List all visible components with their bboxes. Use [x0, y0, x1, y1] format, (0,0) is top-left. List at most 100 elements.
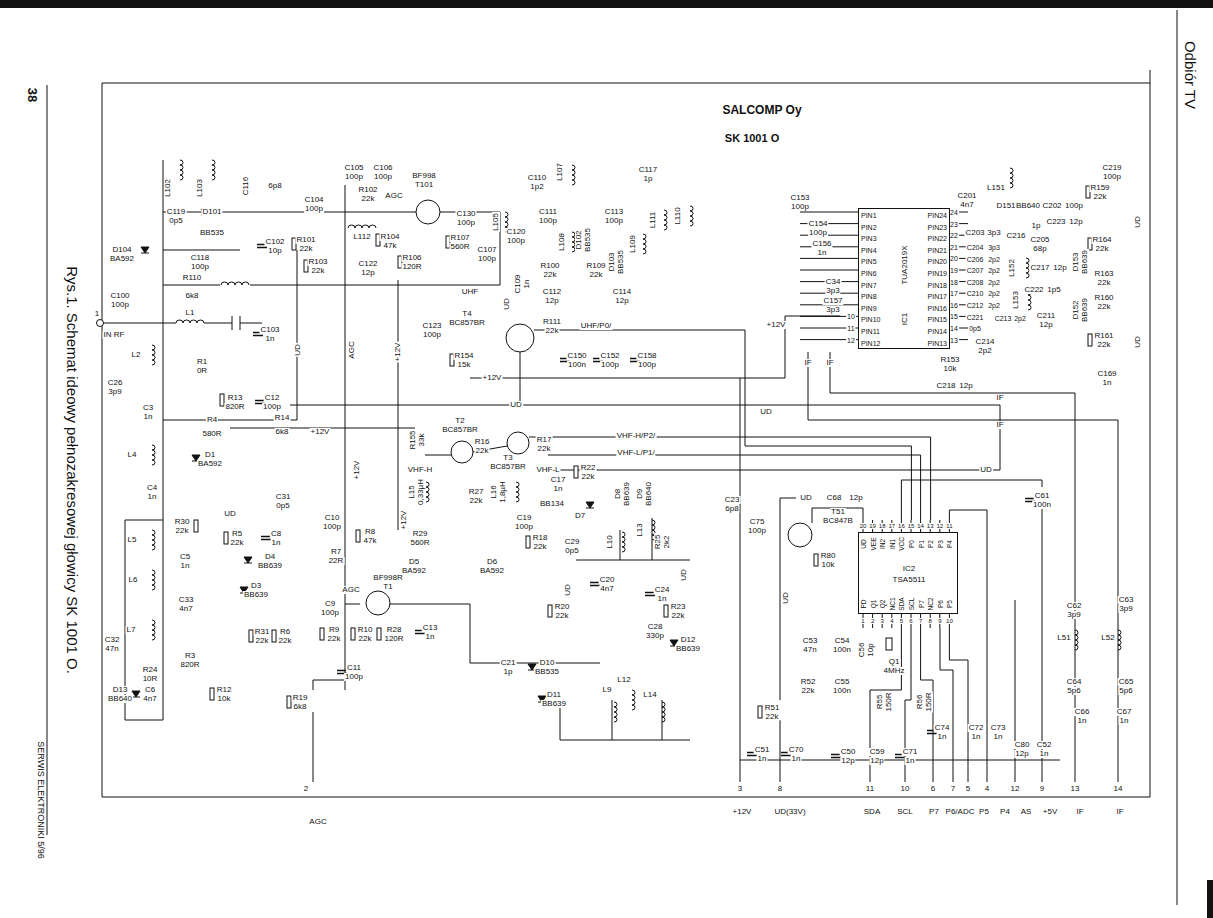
component-label: 12p [869, 757, 884, 765]
component-label: 100p [506, 237, 526, 245]
coil-symbol [180, 160, 183, 180]
component-label: C19 [516, 514, 533, 522]
component-label: 3 [737, 785, 743, 793]
component-label: 13 [926, 523, 935, 529]
component-label: C218 [935, 382, 956, 390]
component-label: 10k [821, 561, 836, 569]
component-label: R24 [142, 666, 159, 674]
wire [576, 560, 690, 561]
component-label: 22k [671, 612, 686, 620]
component-label: UD [680, 568, 688, 582]
component-label: R10 [357, 626, 374, 634]
component-label: C51 [754, 746, 771, 754]
component-label: 2k2 [663, 535, 671, 550]
component-label: R22 [580, 464, 597, 472]
component-label: C122 [357, 260, 378, 268]
coil-symbol [622, 532, 625, 552]
wire [612, 700, 613, 740]
component-label: C216 [1005, 232, 1026, 240]
component-label: C29 [564, 538, 581, 546]
component-label: UD [759, 408, 773, 416]
component-label: 6p8 [724, 505, 739, 513]
component-label: C208 [966, 278, 985, 285]
component-label: 18 [878, 523, 887, 529]
component-label: 6k8 [293, 703, 308, 711]
component-label: 4n7 [599, 585, 614, 593]
ic-text: TUA2019X [901, 246, 909, 285]
wire [800, 270, 858, 271]
component-label: C4 [146, 484, 158, 492]
component-label: 12p [360, 269, 375, 277]
component-label: C217 [1029, 264, 1050, 272]
component-label: L112 [352, 233, 371, 241]
component-label: L151 [986, 184, 1006, 192]
ic-text: VCC [899, 537, 906, 551]
component-label: BB639 [541, 700, 567, 708]
component-label: C100 [109, 292, 130, 300]
ic-text: PIN9 [861, 304, 877, 311]
component-label: C31 [275, 493, 292, 501]
wire [102, 797, 1150, 798]
component-label: R55 [876, 694, 884, 711]
component-label: BF998R [372, 574, 403, 582]
component-label: P6/ADC [945, 808, 976, 816]
component-label: D152 [1072, 299, 1080, 320]
component-label: C130 [455, 210, 476, 218]
component-label: 100p [322, 523, 342, 531]
wire [290, 405, 1000, 406]
component-label: 22k [327, 635, 342, 643]
component-label: C154 [807, 220, 828, 228]
component-label: R1 [196, 358, 208, 366]
coil-symbol [1118, 630, 1121, 650]
component-label: C54 [834, 637, 851, 645]
component-label: C71 [902, 748, 919, 756]
component-label: C23 [724, 496, 741, 504]
ic-text: PD [861, 599, 868, 608]
resistor-symbol [664, 605, 668, 617]
wire [830, 352, 1075, 782]
coil-symbol [664, 210, 667, 230]
component-label: C223 [1045, 218, 1066, 226]
component-label: 22k [801, 687, 816, 695]
component-label: 22R [328, 557, 345, 565]
wire [313, 680, 345, 690]
component-label: 68p [1032, 245, 1047, 253]
wire [1150, 70, 1151, 797]
component-label: C158 [636, 352, 657, 360]
component-label: 6k8 [275, 428, 290, 436]
component-label: BA592 [479, 567, 505, 575]
coil-symbol [152, 620, 155, 640]
component-label: 100p [190, 263, 210, 271]
component-label: 10p [267, 247, 282, 255]
wire [520, 352, 521, 405]
ic-text: VEE [870, 537, 877, 550]
wire [297, 250, 298, 420]
diode-symbol [141, 247, 149, 253]
component-label: C153 [789, 194, 810, 202]
ic-text: PIN17 [928, 293, 947, 300]
component-label: R159 [1089, 184, 1110, 192]
component-label: 1 [860, 618, 865, 624]
component-label: 1n [1039, 750, 1050, 758]
component-label: 12p [1052, 264, 1067, 272]
component-label: C104 [303, 196, 324, 204]
resistor-symbol [210, 688, 214, 700]
component-label: 3p9 [107, 388, 122, 396]
wire [240, 323, 262, 324]
component-label: 22 [949, 232, 959, 239]
ic-text: PIN21 [928, 246, 947, 253]
coil-symbol [152, 445, 155, 465]
component-label: 4n7 [959, 201, 974, 209]
component-label: C66 [1074, 708, 1091, 716]
component-label: C211 [1036, 312, 1057, 320]
component-label: C63 [1118, 596, 1135, 604]
component-label: 2p2 [987, 290, 1001, 297]
component-label: IF [803, 359, 812, 367]
component-label: 1n [147, 493, 158, 501]
component-label: 3p3 [987, 244, 1001, 251]
component-label: C212 [966, 302, 985, 309]
transistor-symbol [451, 441, 473, 463]
component-label: 22k [1095, 245, 1110, 253]
component-label: 3p3 [825, 287, 840, 295]
component-label: 1p5 [1046, 286, 1061, 294]
